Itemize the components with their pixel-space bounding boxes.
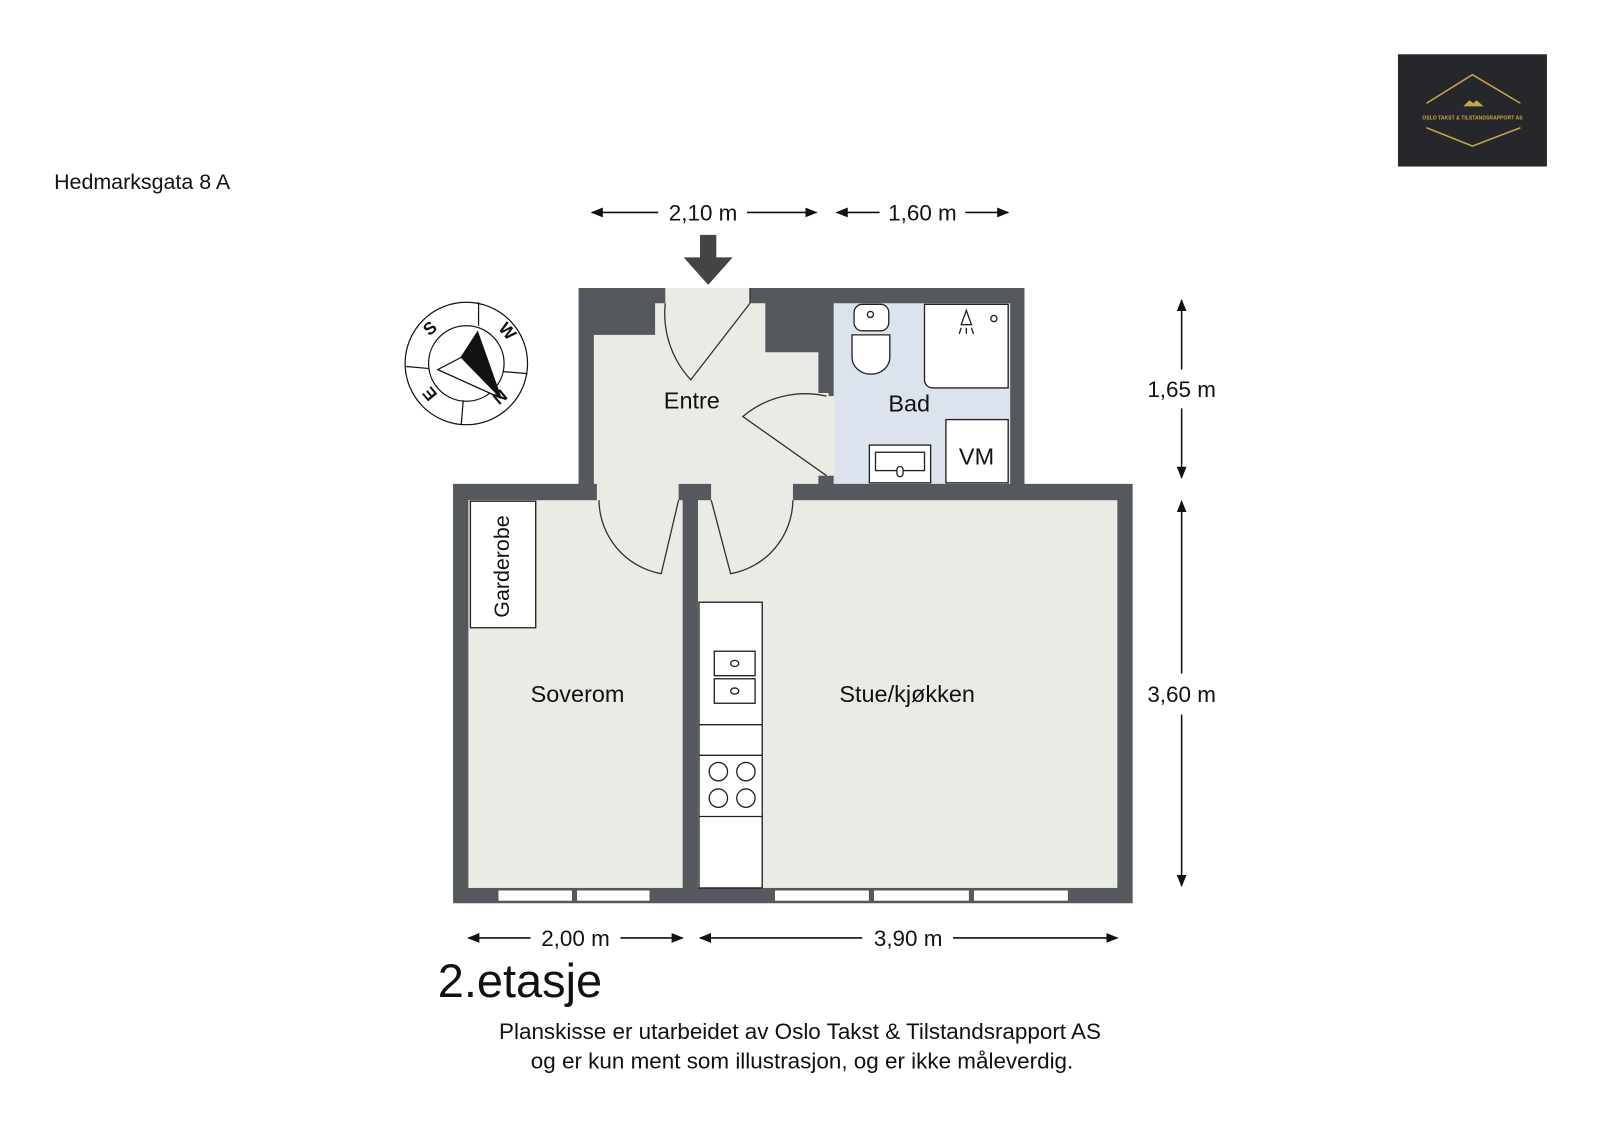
doors [598,287,827,575]
toilet-icon [851,303,891,375]
company-logo: OSLO TAKST & TILSTANDSRAPPORT AS [1397,54,1547,167]
dimension-bottom-right: 3,90 m [874,926,943,951]
room-label-entre: Entre [664,387,720,413]
room-label-vm: VM [959,443,994,469]
svg-text:E: E [418,383,441,405]
dimension-right-top: 1,65 m [1147,377,1216,402]
floor-label: 2.etasje [438,955,602,1007]
svg-text:S: S [419,317,441,340]
svg-text:W: W [495,318,521,344]
sink-icon [868,444,932,484]
room-label-bad: Bad [888,390,930,416]
shower-icon [923,303,1009,389]
dimension-right-bottom: 3,60 m [1147,682,1216,707]
washing-machine [945,418,1009,484]
entrance-arrow-icon [683,234,733,285]
room-label-soverom: Soverom [531,681,625,707]
room-entre [593,287,829,501]
room-label-stue-kjokken: Stue/kjøkken [839,681,975,707]
wardrobe [469,500,537,629]
disclaimer-line-2: og er kun ment som illustrasjon, og er i… [531,1049,1073,1074]
room-stue-kjokken [697,500,1118,888]
dimension-lines [467,207,1187,943]
dimension-bottom-left: 2,00 m [541,926,610,951]
room-label-garderobe: Garderobe [490,515,514,617]
dimension-top-right: 1,60 m [888,201,957,226]
windows [497,889,1069,902]
svg-text:OSLO TAKST & TILSTANDSRAPPORT: OSLO TAKST & TILSTANDSRAPPORT AS [1422,116,1523,122]
compass-icon: S W E N [404,301,529,426]
dimension-top-left: 2,10 m [669,201,738,226]
address-label: Hedmarksgata 8 A [54,170,231,194]
kitchen-counter [698,601,763,889]
disclaimer-line-1: Planskisse er utarbeidet av Oslo Takst &… [499,1019,1101,1044]
